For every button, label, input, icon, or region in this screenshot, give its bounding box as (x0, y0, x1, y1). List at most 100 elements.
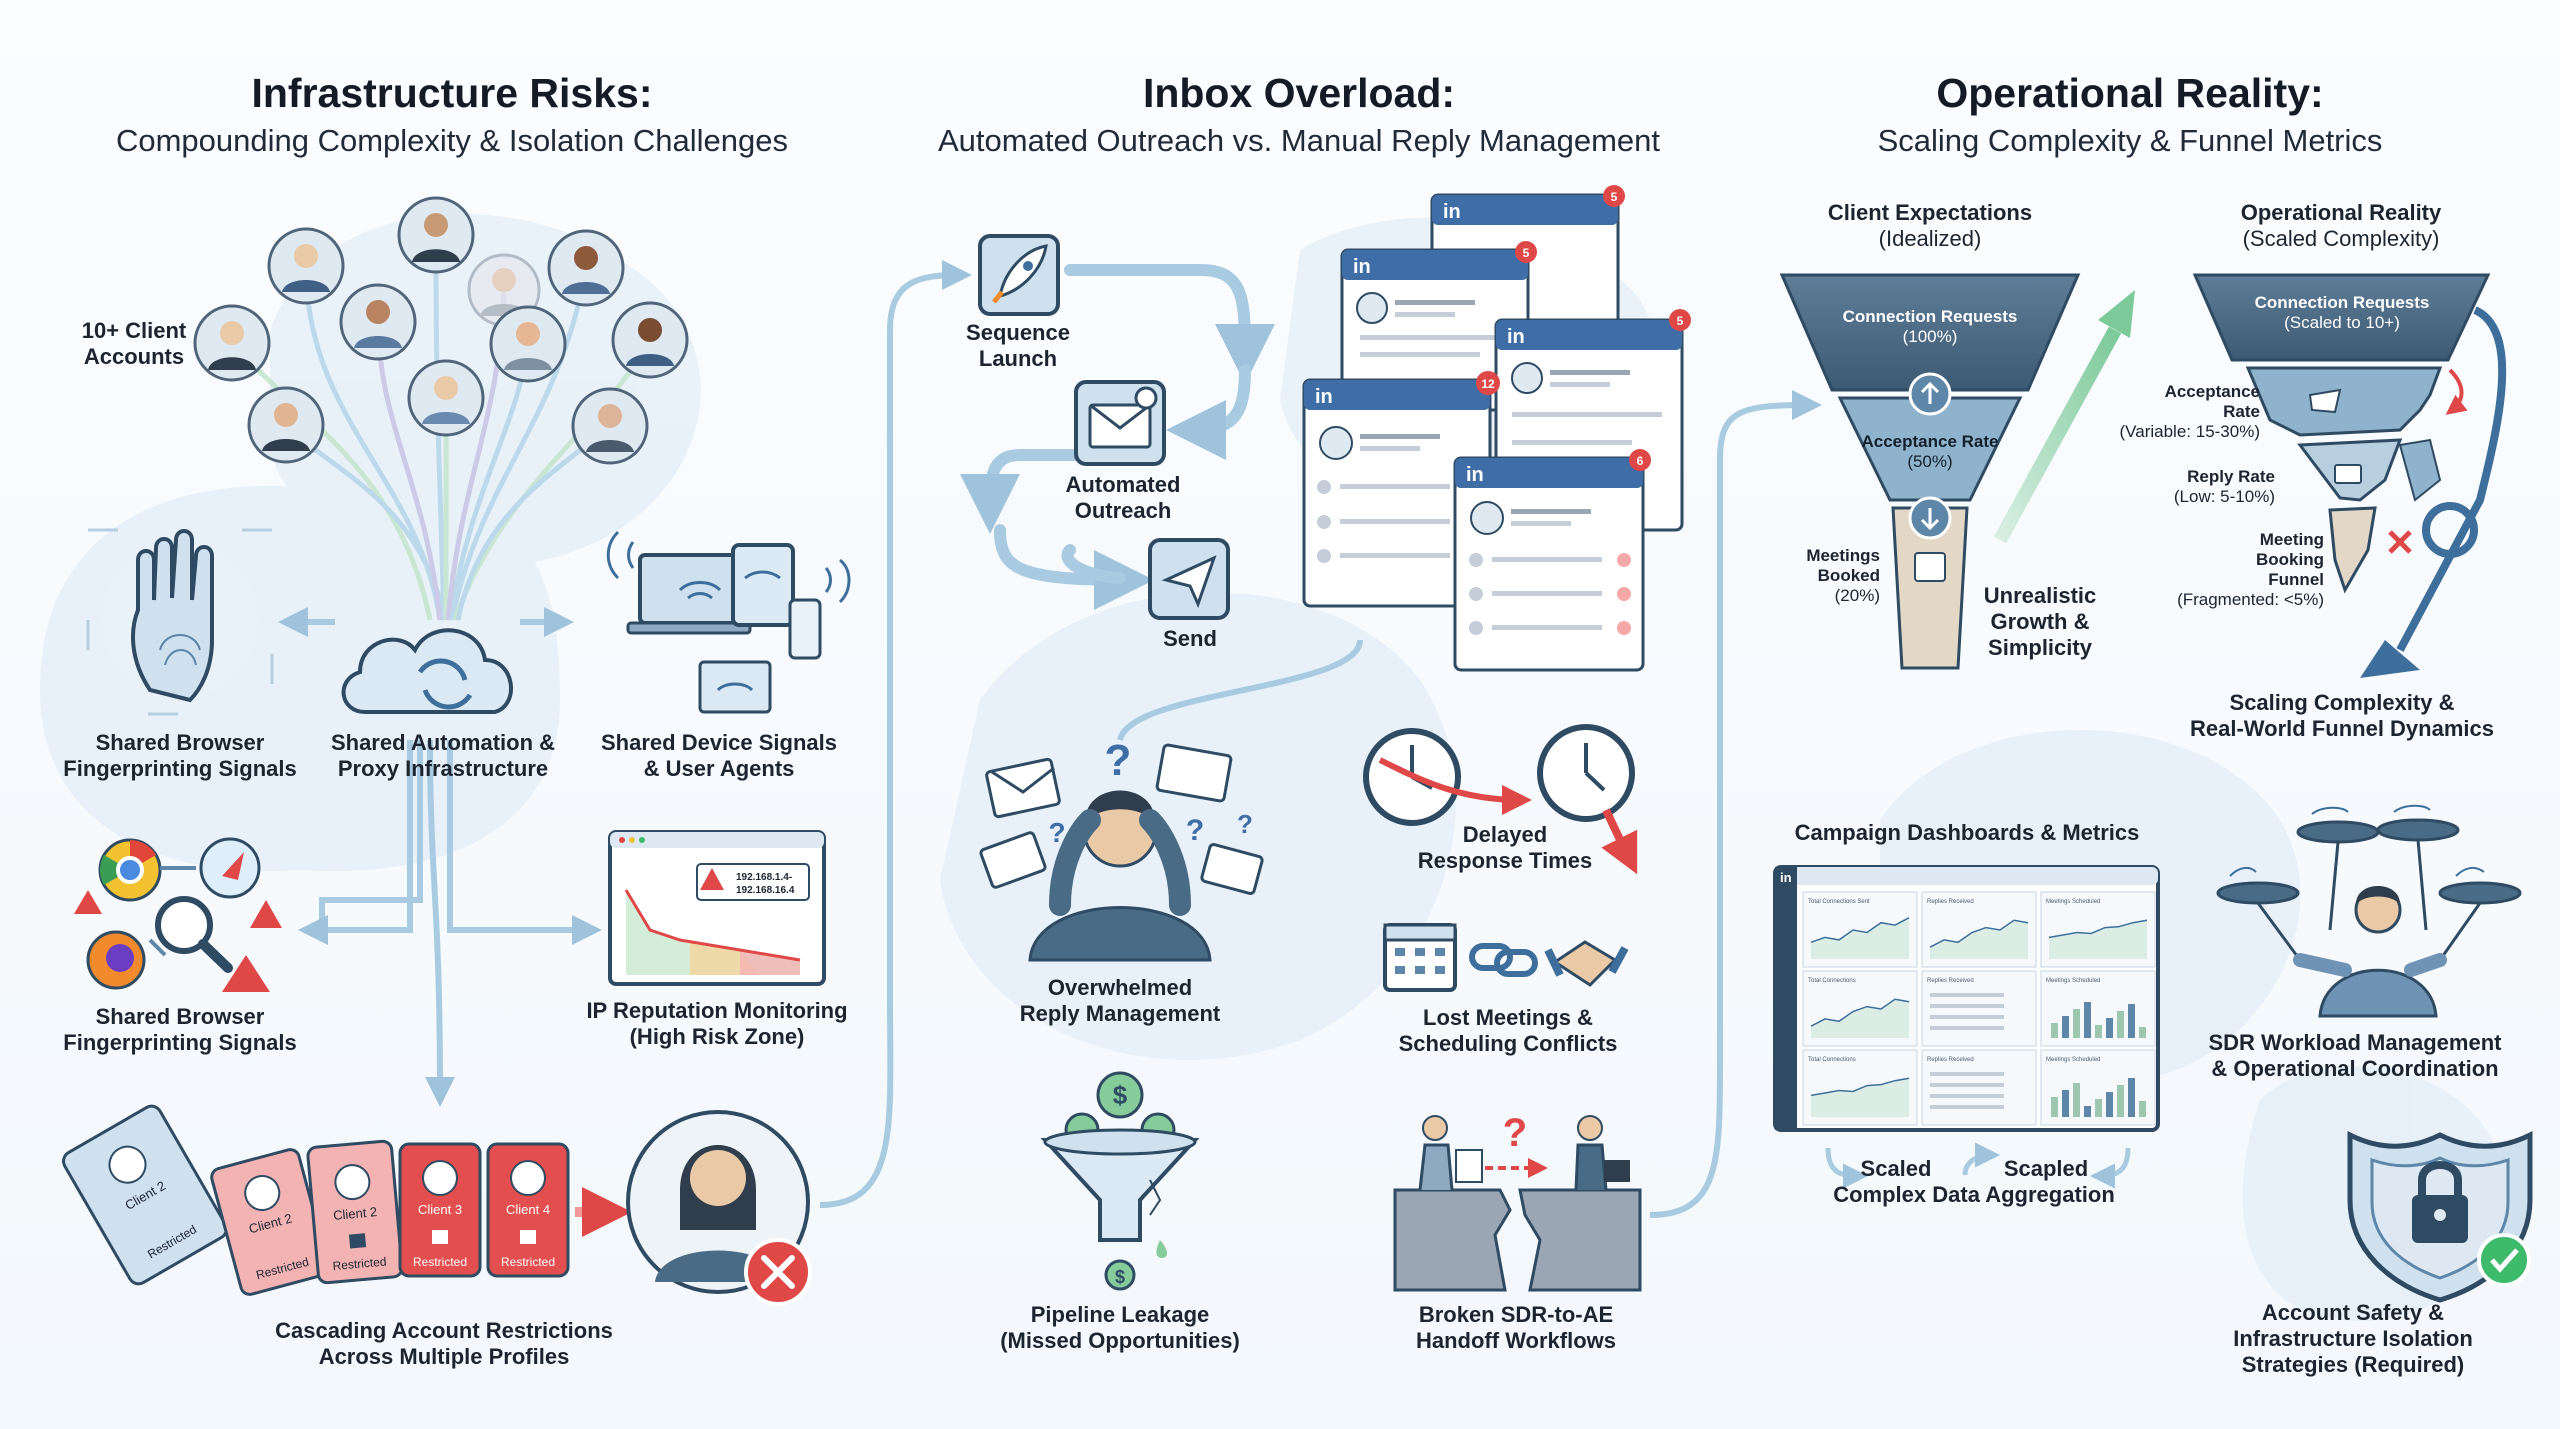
restricted-card: Client 2 Restricted (210, 1148, 330, 1296)
question-icon: ? (1105, 736, 1132, 785)
brand-mark: in (1780, 870, 1792, 885)
restricted-card: Client 4 Restricted (486, 1142, 570, 1278)
dashboard-area (1930, 920, 2028, 959)
avatar (339, 283, 417, 361)
dashboard-panel-title: Meetings Scheduled (2046, 1057, 2100, 1063)
dashboard-list-row (1930, 1072, 2004, 1076)
avatar (489, 305, 567, 383)
ip-monitor-icon: 192.168.1.4- 192.168.16.4 (608, 830, 826, 986)
svg-text:$: $ (1115, 1267, 1125, 1287)
linkedin-inbox-windows: in 5 in 5 in 5 in 12 (1302, 185, 1691, 672)
rocket-icon (978, 234, 1060, 316)
dashboard-bar (2117, 1085, 2124, 1117)
question-icon: ? (1503, 1111, 1527, 1155)
dashboard-panel-title: Replies Received (1927, 1057, 1974, 1063)
flow-connector (819, 260, 972, 1208)
client-expectations-label: Client Expectations(Idealized) (1827, 200, 2033, 251)
avatar (547, 229, 625, 307)
money-funnel-icon: $ $ (1040, 1071, 1200, 1291)
dashboard-panel-title: Total Connections (1808, 1057, 1856, 1063)
dashboard-sparkline (1929, 919, 2029, 948)
notification-badge: 5 (1523, 246, 1530, 260)
notification-badge: 5 (1611, 190, 1618, 204)
section-title: Operational Reality: (1936, 70, 2324, 116)
device-signals-label: Shared Device Signals& User Agents (601, 730, 837, 781)
restricted-card: Client 2 Restricted (62, 1104, 228, 1286)
dashboard-bar (2062, 1016, 2069, 1038)
dashboard-bar (2095, 1099, 2102, 1117)
restricted-card: Client 2 Restricted (306, 1139, 404, 1285)
avatar (571, 387, 649, 465)
dashboard-bar (2062, 1090, 2069, 1117)
dashboard-bar (2128, 1078, 2135, 1117)
dashboard-bar (2073, 1009, 2080, 1038)
funnel-scaled-requests: Connection Requests(Scaled to 10+) (2254, 293, 2430, 332)
account-wires (230, 265, 653, 621)
svg-text:$: $ (1113, 1080, 1128, 1110)
dashboard-list-row (1930, 1026, 2004, 1030)
devices-icon (606, 530, 851, 714)
dashboard-bar (2051, 1097, 2058, 1117)
dashboard-list-row (1930, 1105, 2004, 1109)
sdr-workload-label: SDR Workload Management& Operational Coo… (2208, 1030, 2502, 1081)
aggregation-arrows (1825, 1142, 2131, 1189)
dashboard-panel-title: Total Connections (1808, 978, 1856, 984)
dashboard-area (1811, 999, 1909, 1038)
section-subtitle: Automated Outreach vs. Manual Reply Mana… (938, 123, 1660, 158)
dashboard-list-row (1930, 1094, 2004, 1098)
section-subtitle: Scaling Complexity & Funnel Metrics (1877, 123, 2383, 158)
email-settings-icon (1074, 380, 1166, 466)
avatar (397, 196, 475, 274)
section-title: Infrastructure Risks: (251, 70, 653, 116)
ip-alert-line-2: 192.168.16.4 (736, 885, 795, 896)
ip-reputation-label: IP Reputation Monitoring(High Risk Zone) (586, 998, 848, 1049)
card-name: Client 2 (333, 1204, 378, 1223)
flow-connector (1117, 639, 1363, 742)
data-aggregation-label: Complex Data Aggregation (1833, 1182, 2115, 1207)
card-name: Client 3 (418, 1202, 462, 1217)
clock-icons (1363, 724, 1638, 875)
dashboard-panel (1921, 1049, 2037, 1126)
inbox-window: in 5 (1340, 241, 1537, 412)
avatar (247, 386, 325, 464)
dashboard-bar (2106, 1018, 2113, 1038)
overwhelmed-person-icon: ? ? ? ? (979, 736, 1264, 962)
dashboard-list-row (1930, 1015, 2004, 1019)
section-header: Inbox Overload:Automated Outreach vs. Ma… (849, 70, 1749, 159)
card-status: Restricted (413, 1255, 467, 1269)
funnel-acceptance-rate: Acceptance Rate(50%) (1861, 432, 1999, 471)
dashboard-bar (2139, 1101, 2146, 1117)
restricted-cards: Client 2 Restricted Client 2 Restricted … (62, 1104, 632, 1296)
avatar (611, 301, 689, 379)
dashboard-panel-title: Replies Received (1927, 978, 1974, 984)
scaling-complexity-label: Scaling Complexity &Real-World Funnel Dy… (2190, 690, 2494, 741)
question-icon: ? (1048, 817, 1065, 848)
avatar (267, 227, 345, 305)
reply-rate-label: Reply Rate(Low: 5-10%) (2173, 467, 2275, 506)
dashboard-bar (2106, 1092, 2113, 1117)
send-icon (1148, 538, 1230, 620)
dashboard-bar (2139, 1027, 2146, 1038)
dashboard-bar (2095, 1025, 2102, 1038)
calendar-link-handshake-icons (1383, 923, 1629, 992)
fragmented-funnel (2192, 273, 2507, 678)
dashboard-bar (2073, 1083, 2080, 1117)
dashboard-bar (2084, 1106, 2091, 1117)
dashboard-panel-title: Meetings Scheduled (2046, 978, 2100, 984)
card-status: Restricted (332, 1254, 387, 1273)
notification-badge: 12 (1481, 377, 1495, 391)
account-safety-label: Account Safety &Infrastructure Isolation… (2233, 1300, 2473, 1377)
dashboard-bar (2117, 1011, 2124, 1038)
scapled-label: Scapled (2003, 1156, 2089, 1181)
